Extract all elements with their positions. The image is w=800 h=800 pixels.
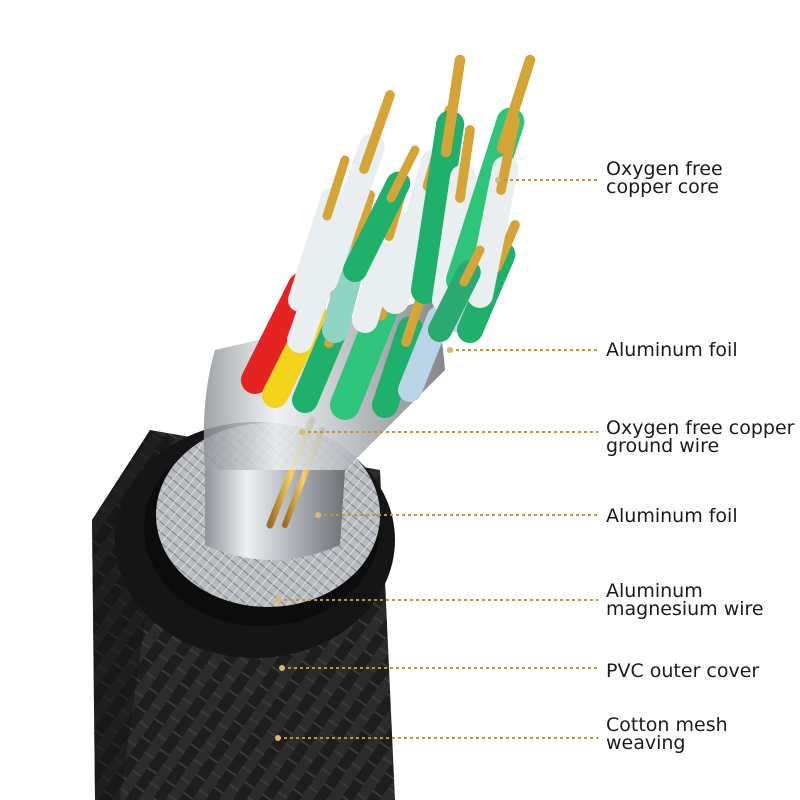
leader-dots xyxy=(275,177,501,741)
copper-core xyxy=(386,145,420,203)
copper-core xyxy=(401,295,425,347)
copper-core xyxy=(496,115,520,195)
label-aluminum-foil-2: Aluminum foil xyxy=(606,505,738,527)
copper-core xyxy=(359,90,395,174)
copper-core xyxy=(440,54,466,158)
copper-core xyxy=(496,54,536,154)
leader-lines xyxy=(278,179,598,739)
label-aluminum-foil-1: Aluminum foil xyxy=(606,339,738,361)
copper-core xyxy=(455,125,475,203)
copper-core xyxy=(322,155,350,221)
wire-bundle xyxy=(241,54,536,420)
copper-core xyxy=(459,245,485,287)
label-pvc-outer-cover: PVC outer cover xyxy=(606,660,760,682)
